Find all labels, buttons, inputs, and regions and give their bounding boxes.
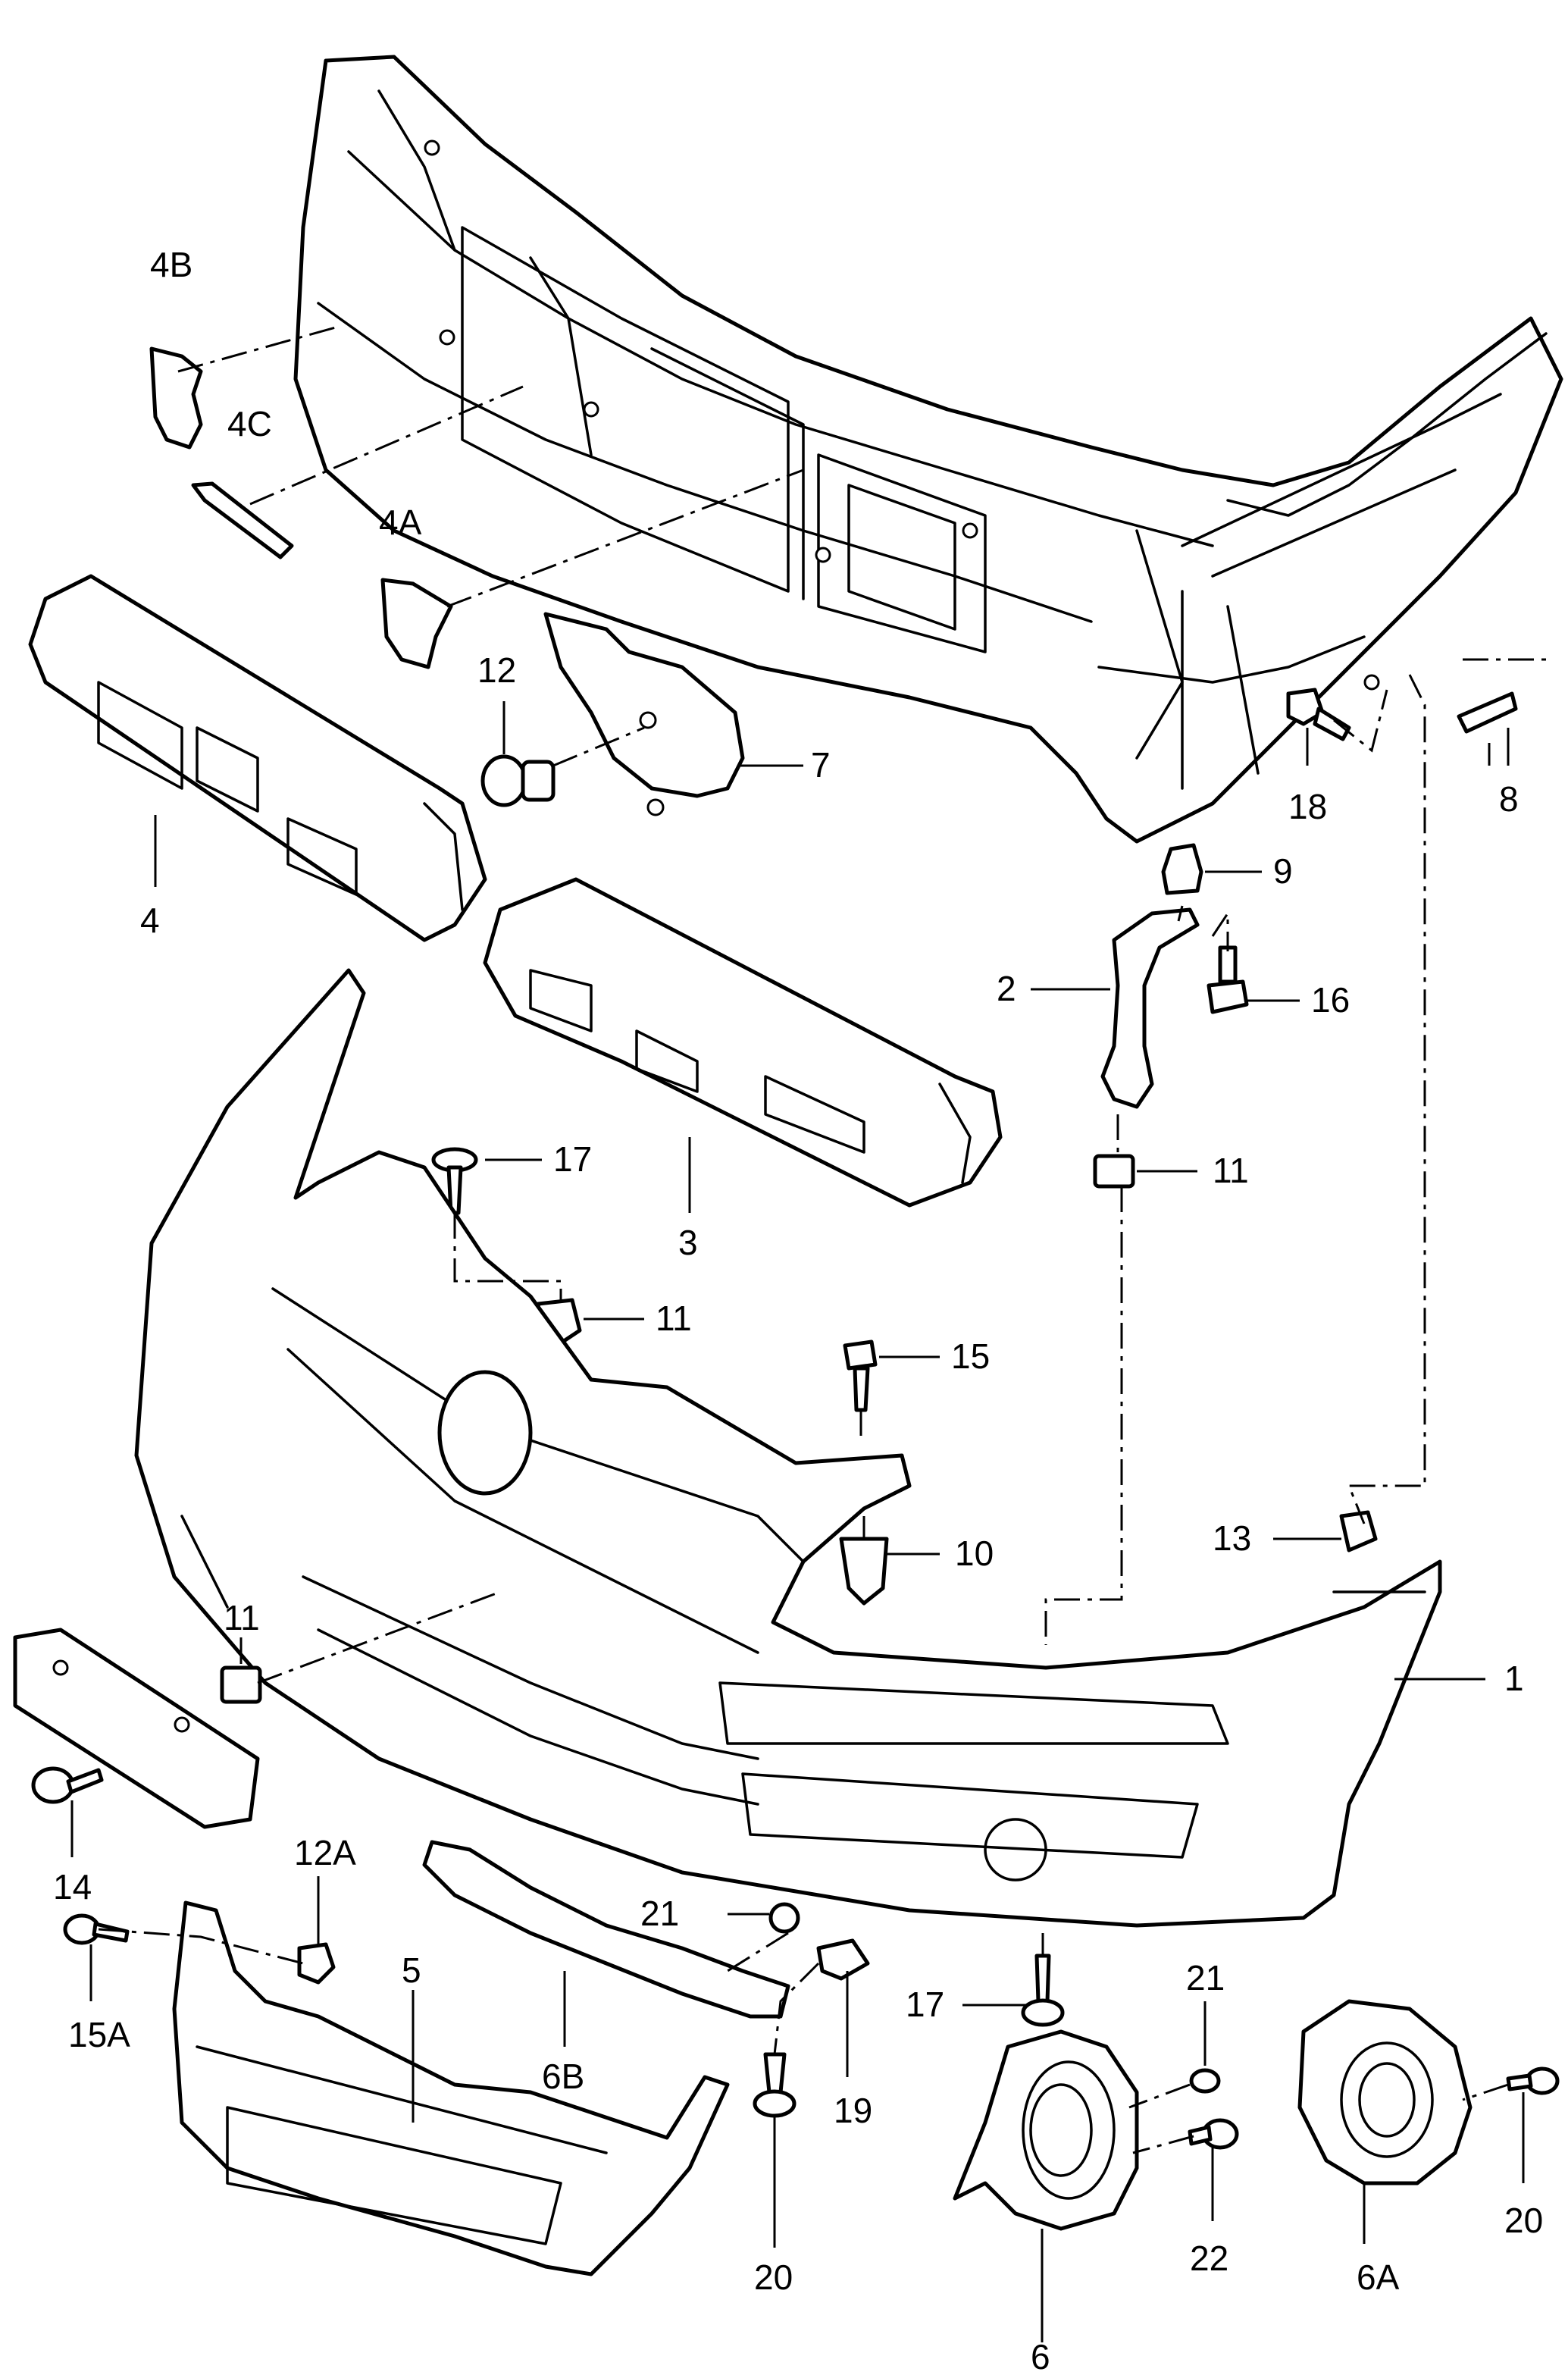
label-5: 5: [402, 1950, 421, 1990]
part-7-bracket: [543, 612, 745, 816]
label-1: 1: [1504, 1659, 1524, 1698]
part-17-screw-bottom: [1021, 1954, 1065, 2027]
part-13-clip: [1339, 1510, 1378, 1553]
label-15: 15: [951, 1336, 990, 1376]
part-6A-fog-lamp-cover: [1297, 1999, 1473, 2185]
label-6B: 6B: [542, 2057, 584, 2096]
part-4-impact-absorber: [28, 574, 487, 942]
label-11-top: 11: [1213, 1151, 1249, 1190]
part-9-clip: [1161, 843, 1203, 895]
part-21-washer-right: [1189, 2068, 1221, 2094]
label-12: 12: [477, 650, 516, 690]
part-11-clip-top: [1093, 1154, 1135, 1189]
part-4C-strip: [191, 481, 294, 559]
part-6B-trim-strip: [422, 1840, 790, 2019]
label-11-mid: 11: [656, 1299, 692, 1338]
part-15-bolt: [843, 1339, 878, 1412]
label-17-top: 17: [553, 1139, 592, 1179]
label-18: 18: [1288, 787, 1327, 826]
front-body-structure: [293, 55, 1563, 844]
part-2-mounting-bracket: [1100, 907, 1200, 1109]
part-1-bumper-cover: [134, 968, 1442, 1928]
part-17-screw-top: [431, 1147, 478, 1215]
label-11-left: 11: [224, 1598, 260, 1637]
part-18-bolt: [1286, 688, 1351, 741]
part-21-nut-top: [768, 1902, 800, 1934]
part-5-lower-grille: [172, 1900, 730, 2276]
label-6: 6: [1031, 2337, 1050, 2375]
label-4: 4: [140, 901, 160, 940]
label-4C: 4C: [227, 404, 272, 443]
label-13: 13: [1213, 1518, 1251, 1558]
label-10: 10: [955, 1534, 994, 1573]
label-12A: 12A: [294, 1833, 356, 1872]
part-20-screw-left: [753, 2052, 797, 2118]
label-17-bottom: 17: [906, 1985, 944, 2024]
part-14-screw: [31, 1766, 104, 1804]
part-4A-cover-piece: [380, 578, 453, 669]
label-20-right: 20: [1504, 2201, 1543, 2240]
part-8-strip: [1457, 691, 1518, 734]
label-22: 22: [1190, 2239, 1228, 2278]
label-8: 8: [1499, 779, 1519, 819]
label-15A: 15A: [68, 2015, 130, 2054]
leader-lines: [70, 701, 1525, 2342]
part-20-screw-right: [1506, 2066, 1560, 2095]
label-19: 19: [834, 2091, 872, 2130]
part-22-screw: [1188, 2118, 1239, 2150]
assembly-lines: [98, 324, 1554, 2154]
label-9: 9: [1273, 851, 1293, 891]
part-6-fog-lamp-housing: [953, 2029, 1139, 2231]
label-20-left: 20: [754, 2258, 793, 2297]
part-12-plug: [480, 754, 556, 807]
label-21-top: 21: [640, 1894, 679, 1933]
part-16-bolt: [1207, 945, 1249, 1014]
label-7: 7: [811, 745, 831, 785]
label-4A: 4A: [379, 503, 422, 542]
label-2: 2: [997, 969, 1016, 1008]
label-14: 14: [53, 1867, 92, 1907]
callout-labels: 4B 4C 4A 12 7 8 18 4 9 2 16 11 17 3 11 1…: [53, 245, 1543, 2375]
part-19-clip: [816, 1938, 870, 1981]
label-16: 16: [1311, 980, 1350, 1020]
part-10-clip: [839, 1537, 889, 1606]
part-12A-nut: [297, 1942, 336, 1985]
part-11-clip-left: [220, 1665, 262, 1704]
part-15A-screw: [63, 1913, 130, 1945]
part-4B-cover-piece: [149, 346, 203, 450]
license-plate-holder: [13, 1628, 260, 1829]
label-21-right: 21: [1186, 1958, 1225, 1997]
label-3: 3: [678, 1223, 698, 1262]
label-6A: 6A: [1357, 2258, 1400, 2297]
part-3-impact-absorber: [483, 877, 1003, 1208]
label-4B: 4B: [150, 245, 192, 284]
